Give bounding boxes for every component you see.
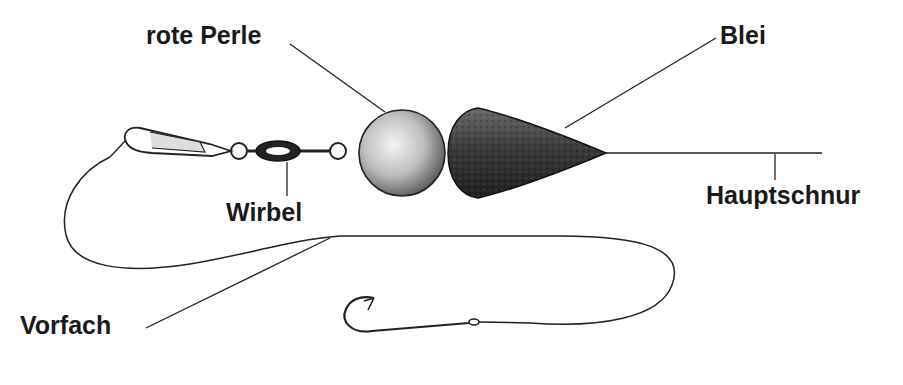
lead-sinker [448, 108, 606, 198]
swivel-shank [248, 150, 256, 153]
part-label: Hauptschnur [706, 182, 860, 210]
lead-texture [448, 108, 606, 198]
leader-line [774, 154, 775, 180]
leader-line [565, 38, 716, 128]
leader-snood [64, 157, 674, 324]
snap-clip [150, 132, 205, 152]
main-line [600, 152, 822, 154]
leader-line [146, 238, 330, 328]
swivel-body [256, 141, 300, 161]
swivel-ring [330, 143, 346, 159]
part-label: Vorfach [20, 312, 111, 340]
part-label: rote Perle [146, 22, 261, 50]
hook-eye [469, 319, 479, 325]
part-label: Wirbel [226, 199, 302, 227]
fish-hook [344, 297, 469, 331]
snap-wire [110, 140, 126, 157]
swivel-body [266, 147, 290, 155]
swivel-shank [300, 150, 330, 153]
snap-clip [125, 128, 231, 156]
leader-line [290, 44, 385, 112]
part-label: Blei [720, 22, 766, 50]
bead [359, 110, 445, 196]
leader-line [286, 162, 287, 196]
hook-barb [364, 298, 374, 310]
